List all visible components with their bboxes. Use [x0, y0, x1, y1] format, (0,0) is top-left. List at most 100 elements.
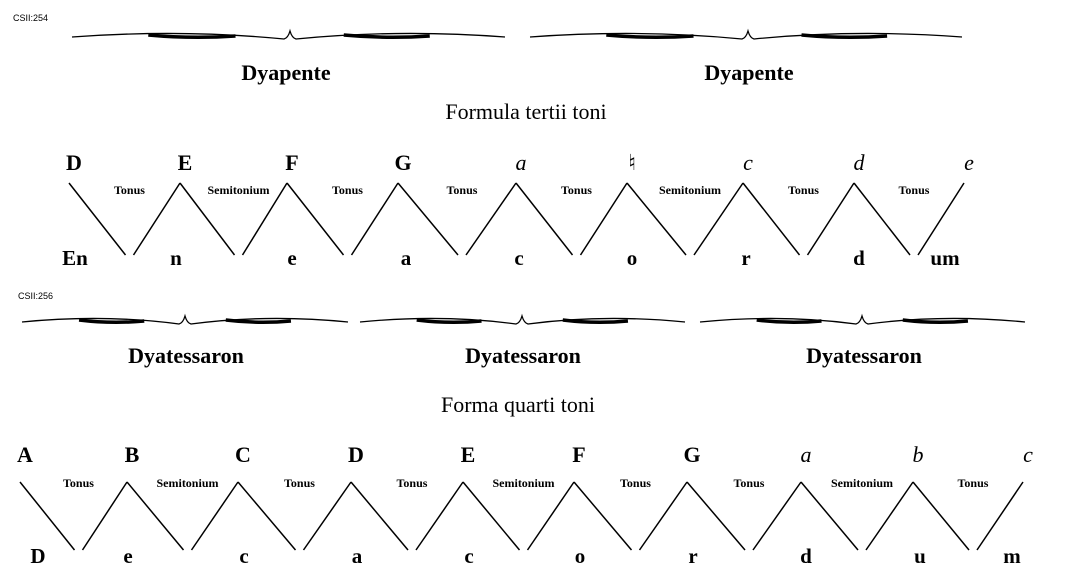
- syllable: o: [575, 544, 586, 568]
- ascending-stroke: [302, 481, 352, 551]
- interval-label: Tonus: [397, 476, 428, 490]
- interval-label: Semitonium: [659, 183, 721, 197]
- note-label: F: [285, 150, 298, 175]
- reference-label: CSII:254: [13, 13, 48, 23]
- note-label: d: [854, 150, 866, 175]
- ascending-stroke: [132, 182, 181, 256]
- note-label: E: [178, 150, 193, 175]
- brace: [699, 313, 1026, 325]
- descending-stroke: [800, 481, 859, 551]
- descending-stroke: [515, 182, 574, 256]
- syllable: r: [688, 544, 697, 568]
- descending-stroke: [68, 182, 127, 256]
- descending-stroke: [237, 481, 297, 551]
- brace: [71, 28, 506, 40]
- syllable: r: [741, 246, 750, 270]
- note-label: b: [913, 442, 924, 467]
- descending-stroke: [179, 182, 236, 256]
- syllable: d: [800, 544, 812, 568]
- note-label: F: [572, 442, 585, 467]
- ascending-stroke: [865, 481, 914, 551]
- interval-heading: Dyapente: [241, 60, 330, 85]
- descending-stroke: [126, 481, 185, 551]
- interval-label: Tonus: [899, 183, 930, 197]
- syllable: a: [352, 544, 363, 568]
- descending-stroke: [350, 481, 409, 551]
- syllable: En: [62, 246, 88, 270]
- interval-label: Tonus: [332, 183, 363, 197]
- interval-label: Tonus: [447, 183, 478, 197]
- syllable: e: [123, 544, 132, 568]
- syllable: n: [170, 246, 182, 270]
- interval-label: Semitonium: [207, 183, 269, 197]
- note-label: e: [964, 150, 974, 175]
- ascending-stroke: [81, 481, 128, 551]
- descending-stroke: [286, 182, 345, 256]
- note-label: c: [1023, 442, 1033, 467]
- descending-stroke: [686, 481, 746, 551]
- note-label: B: [125, 442, 140, 467]
- ascending-stroke: [693, 182, 744, 256]
- syllable: um: [930, 246, 960, 270]
- syllable: a: [401, 246, 412, 270]
- note-label: ♮: [628, 150, 636, 175]
- syllable: d: [853, 246, 865, 270]
- note-label: G: [683, 442, 700, 467]
- note-label: D: [66, 150, 82, 175]
- syllable: o: [627, 246, 638, 270]
- note-label: D: [348, 442, 364, 467]
- ascending-stroke: [190, 481, 239, 551]
- ascending-stroke: [806, 182, 855, 256]
- interval-label: Tonus: [958, 476, 989, 490]
- interval-label: Tonus: [284, 476, 315, 490]
- interval-label: Tonus: [620, 476, 651, 490]
- brace: [359, 313, 686, 325]
- ascending-stroke: [526, 481, 575, 551]
- syllable: u: [914, 544, 926, 568]
- interval-heading: Dyatessaron: [128, 343, 244, 368]
- interval-heading: Dyatessaron: [806, 343, 922, 368]
- interval-heading: Dyapente: [704, 60, 793, 85]
- ascending-stroke: [976, 481, 1024, 551]
- descending-stroke: [573, 481, 633, 551]
- ascending-stroke: [415, 481, 464, 551]
- ascending-stroke: [241, 182, 288, 256]
- mode-title: Forma quarti toni: [441, 392, 595, 417]
- interval-label: Tonus: [63, 476, 94, 490]
- descending-stroke: [626, 182, 687, 256]
- descending-stroke: [912, 481, 970, 551]
- descending-stroke: [19, 481, 76, 551]
- ascending-stroke: [579, 182, 628, 256]
- brace: [21, 313, 349, 325]
- note-label: G: [394, 150, 411, 175]
- interval-label: Tonus: [561, 183, 592, 197]
- interval-label: Tonus: [788, 183, 819, 197]
- note-label: a: [516, 150, 527, 175]
- ascending-stroke: [350, 182, 399, 256]
- syllable: m: [1003, 544, 1021, 568]
- ascending-stroke: [638, 481, 688, 551]
- interval-label: Semitonium: [156, 476, 218, 490]
- interval-label: Tonus: [734, 476, 765, 490]
- brace: [529, 28, 963, 40]
- interval-label: Semitonium: [492, 476, 554, 490]
- note-label: A: [17, 442, 33, 467]
- note-label: c: [743, 150, 753, 175]
- interval-heading: Dyatessaron: [465, 343, 581, 368]
- syllable: D: [30, 544, 45, 568]
- interval-label: Tonus: [114, 183, 145, 197]
- ascending-stroke: [465, 182, 517, 256]
- ascending-stroke: [752, 481, 802, 551]
- ascending-stroke: [917, 182, 965, 256]
- descending-stroke: [397, 182, 459, 256]
- note-label: E: [461, 442, 476, 467]
- interval-label: Semitonium: [831, 476, 893, 490]
- syllable: c: [239, 544, 248, 568]
- note-label: a: [801, 442, 812, 467]
- note-label: C: [235, 442, 251, 467]
- syllable: c: [464, 544, 473, 568]
- reference-label: CSII:256: [18, 291, 53, 301]
- descending-stroke: [742, 182, 801, 256]
- mode-title: Formula tertii toni: [445, 99, 606, 124]
